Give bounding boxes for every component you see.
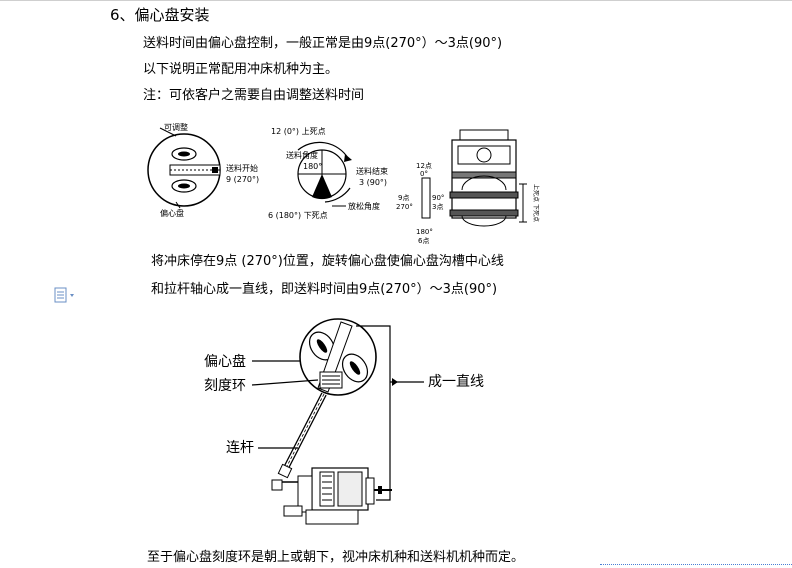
label-feed-angle-2: 180° <box>303 162 322 171</box>
label-adjustable: 可调整 <box>164 122 188 132</box>
document-icon[interactable] <box>54 287 76 303</box>
label-eccentric-disc: 偏心盘 <box>160 208 184 218</box>
middle-line-2: 和拉杆轴心成一直线，即送料时间由9点(270°）～3点(90°) <box>151 282 498 297</box>
label-clock-6b: 6点 <box>418 237 429 245</box>
label-side-a: 上死点 <box>532 184 540 202</box>
label-clock-12a: 12点 <box>416 162 432 170</box>
page-top-edge <box>0 0 792 1</box>
label-feed-end-1: 送料结束 <box>356 166 388 176</box>
section-heading: 6、偏心盘安装 <box>110 6 210 24</box>
label-clock-3b: 3点 <box>432 203 443 211</box>
connecting-rod-drawing <box>277 392 327 479</box>
label-feed-start-1: 送料开始 <box>226 163 258 173</box>
label-clock-9a: 9点 <box>398 194 409 202</box>
clock-position-strip <box>421 177 431 219</box>
intro-line-1: 送料时间由偏心盘控制，一般正常是由9点(270°）～3点(90°) <box>143 36 503 51</box>
label-eccentric-disc-2: 偏心盘 <box>204 353 246 370</box>
eccentric-disc-drawing <box>147 133 221 207</box>
intro-line-2: 以下说明正常配用冲床机种为主。 <box>143 62 339 77</box>
label-clock-12b: 0° <box>420 170 428 178</box>
eccentric-timing-figure: 可调整 偏心盘 12 (0°) 上死点 送料角度 180° 送料开始 9 (27… <box>147 122 540 245</box>
eccentric-disc-large-drawing <box>299 318 377 396</box>
middle-line-1: 将冲床停在9点 (270°)位置，旋转偏心盘使偏心盘沟槽中心线 <box>151 254 504 269</box>
press-frame-drawing <box>449 129 527 227</box>
label-feed-angle-1: 送料角度 <box>286 150 318 160</box>
intro-note: 注：可依客户之需要自由调整送料时间 <box>143 88 365 103</box>
feeder-mechanism-drawing <box>271 467 392 525</box>
page-bottom-dotted-line <box>600 564 792 565</box>
label-feed-start-2: 9 (270°) <box>226 175 259 184</box>
label-scale-ring: 刻度环 <box>204 378 246 394</box>
label-clock-3a: 90° <box>432 194 444 202</box>
label-connecting-rod: 连杆 <box>226 440 254 456</box>
label-clock-9b: 270° <box>396 203 413 211</box>
label-top-dead: 12 (0°) 上死点 <box>271 127 326 136</box>
timing-circle-drawing <box>297 141 352 203</box>
label-release-angle: 放松角度 <box>348 201 380 211</box>
label-side-b: 下死点 <box>532 204 540 222</box>
label-bottom-dead: 6 (180°) 下死点 <box>268 211 328 220</box>
label-aligned: 成一直线 <box>428 373 484 390</box>
alignment-figure: 偏心盘 刻度环 连杆 成一直线 <box>204 318 484 525</box>
label-clock-6a: 180° <box>416 228 433 236</box>
footer-line: 至于偏心盘刻度环是朝上或朝下，视冲床机种和送料机机种而定。 <box>147 550 525 565</box>
label-feed-end-2: 3 (90°) <box>359 178 387 187</box>
